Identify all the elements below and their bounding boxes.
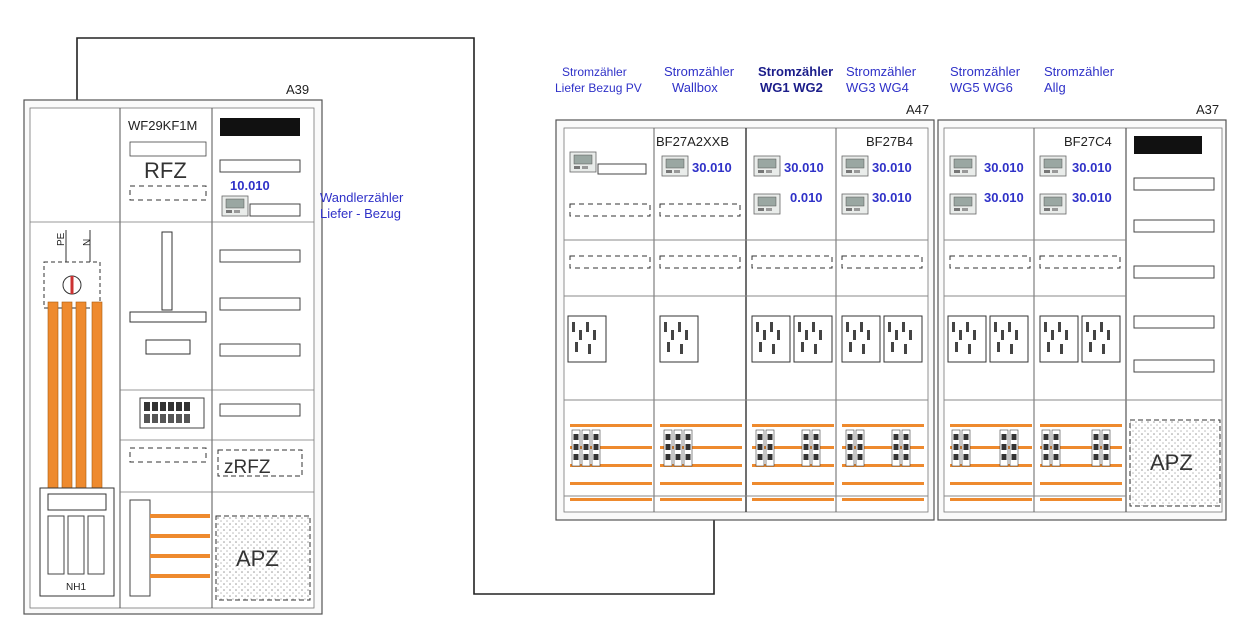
a39-label: A39 [286,82,309,97]
label-wg34-1: Stromzähler [846,64,917,79]
meter-allg2-value: 30.010 [1072,190,1112,205]
meter-wg5-value: 30.010 [984,160,1024,175]
cabinet-a47: BF27A2XXB BF27B4 30.010 30.010 30.010 0.… [555,119,935,521]
label-wallbox-2: Wallbox [672,80,718,95]
wandler-label-line1: Wandlerzähler [320,190,404,205]
a39-device-code: WF29KF1M [128,118,197,133]
a47-code-right: BF27B4 [866,134,913,149]
zrfz-label: zRFZ [224,457,271,478]
a37-label: A37 [1196,102,1219,117]
bus-n-label: N [82,239,93,246]
a47-label: A47 [906,102,929,117]
meter-allg-value: 30.010 [1072,160,1112,175]
a39-meter-value: 10.010 [230,178,270,193]
cabinet-a39: PE N NH1 WF29KF1M RFZ [23,99,323,615]
bus-pe-label: PE [56,232,67,246]
label-wg56-2: WG5 WG6 [950,80,1013,95]
label-wg56-1: Stromzähler [950,64,1021,79]
a37-code: BF27C4 [1064,134,1112,149]
wandler-label-line2: Liefer - Bezug [320,206,401,221]
fuse-block [139,397,205,429]
label-wg12-1: Stromzähler [758,64,833,79]
a37-apz-label: APZ [1150,450,1193,475]
nh1-label: NH1 [66,582,86,593]
label-pv-1: Stromzähler [562,65,627,79]
meter-wallbox-value: 30.010 [692,160,732,175]
meter-wg6-value: 30.010 [984,190,1024,205]
a39-apz-label: APZ [236,546,279,571]
label-wg12-2: WG1 WG2 [760,80,823,95]
label-wallbox-1: Stromzähler [664,64,735,79]
label-wg34-2: WG3 WG4 [846,80,909,95]
connection-cable [76,37,715,595]
meter-wg4-value: 30.010 [872,190,912,205]
meter-wg3-value: 30.010 [872,160,912,175]
meter-wg2-value: 0.010 [790,190,823,205]
meter-wg1-value: 30.010 [784,160,824,175]
label-pv-2: Liefer Bezug PV [555,81,642,95]
label-allg-1: Stromzähler [1044,64,1115,79]
cabinet-a37: BF27C4 30.010 30.010 30.010 30.010 APZ [937,119,1227,521]
rfz-label: RFZ [144,158,187,183]
a47-code-left: BF27A2XXB [656,134,729,149]
label-allg-2: Allg [1044,80,1066,95]
